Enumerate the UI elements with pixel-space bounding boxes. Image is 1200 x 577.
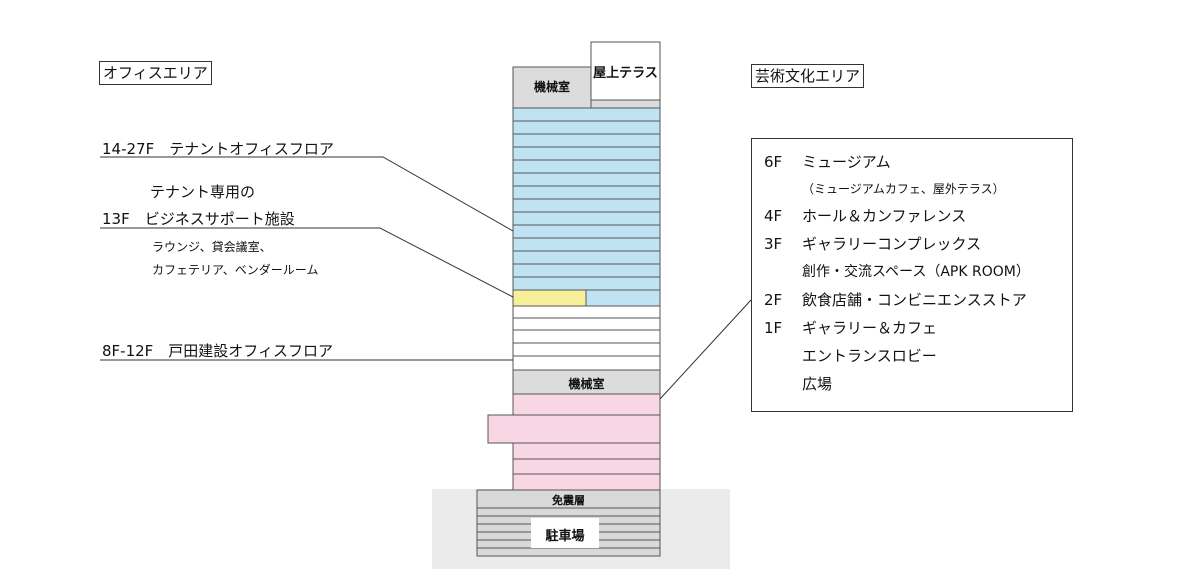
support-detail-line2: カフェテリア、ベンダールーム (152, 263, 319, 277)
parking-label: 駐車場 (545, 529, 585, 544)
toda-office-floors (512, 305, 661, 371)
tenant-floors-label: 14-27F テナントオフィスフロア (102, 140, 334, 158)
machine-room-mid-label: 機械室 (568, 377, 605, 391)
culture-row-1f-sub2: 広場 (802, 375, 833, 393)
culture-floors (487, 393, 661, 491)
culture-row-3f-sub: 創作・交流スペース（APK ROOM） (802, 264, 1030, 280)
culture-area-title: 芸術文化エリア (751, 64, 865, 88)
machine-room-top (512, 66, 592, 109)
support-detail-line1: ラウンジ、貸会議室、 (152, 240, 272, 254)
rooftop-terrace-label: 屋上テラス (593, 66, 658, 81)
seismic-isolation-label: 免震層 (552, 494, 585, 507)
support-label-line1: テナント専用の (150, 183, 256, 201)
tenant-office-floors (512, 107, 661, 291)
support-floor (512, 289, 661, 307)
culture-row-6f-sub: （ミュージアムカフェ、屋外テラス） (802, 182, 1005, 196)
leader-lines (100, 156, 752, 400)
machine-room-top-label: 機械室 (533, 80, 570, 94)
office-area-title: オフィスエリア (99, 61, 212, 85)
support-label-line2: 13F ビジネスサポート施設 (102, 210, 295, 228)
rooftop-terrace (590, 41, 661, 101)
toda-floors-label: 8F-12F 戸田建設オフィスフロア (102, 342, 334, 360)
culture-row-1f-sub1: エントランスロビー (802, 347, 937, 365)
basement-floors (476, 489, 661, 557)
